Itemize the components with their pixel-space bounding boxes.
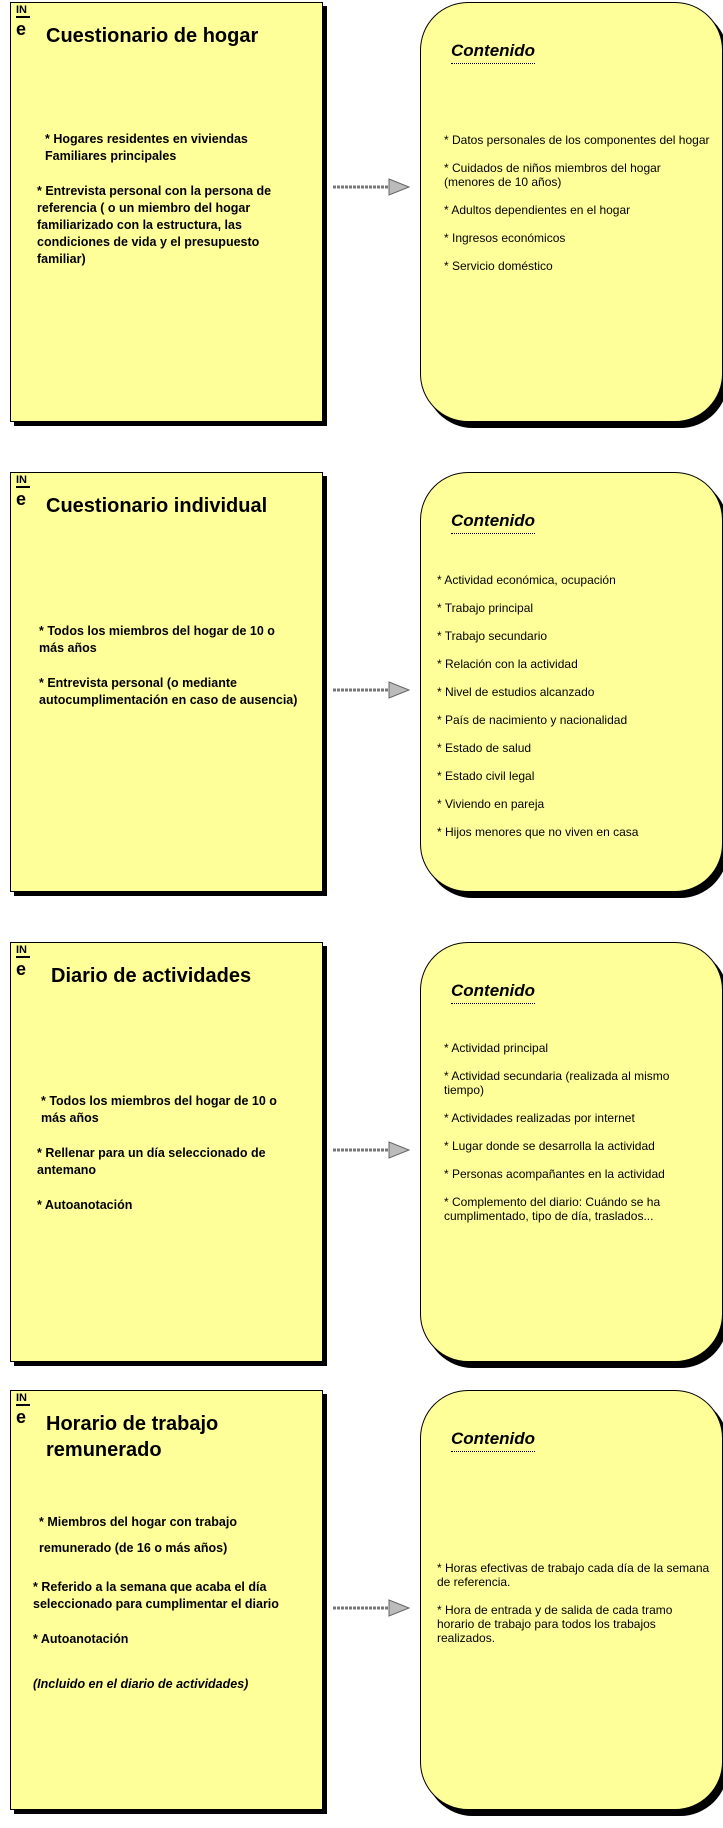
list-item: * Hora de entrada y de salida de cada tr… <box>437 1603 673 1645</box>
list-item: * Actividad principal <box>444 1041 549 1055</box>
logo-bottom-text: e <box>16 956 30 978</box>
list-item: * Complemento del diario: Cuándo se ha c… <box>444 1195 661 1223</box>
logo-bottom-text: e <box>16 486 30 508</box>
contenido-heading: Contenido <box>451 981 536 1004</box>
card-title: Cuestionario individual <box>46 495 268 517</box>
right-card: Contenido * Datos personales de los comp… <box>420 2 723 422</box>
gray-right-arrow-icon <box>333 1599 411 1617</box>
left-list: * Hogares residentes en viviendas Famili… <box>37 131 302 286</box>
list-item: * Estado civil legal <box>437 769 535 783</box>
list-item: * Hijos menores que no viven en casa <box>437 825 639 839</box>
ine-logo: IN e <box>16 475 30 508</box>
left-list-item: * Rellenar para un día seleccionado de a… <box>37 1146 266 1177</box>
section-diario-actividades: IN e Diario de actividades * Todos los m… <box>0 940 723 1380</box>
left-list-item: * Todos los miembros del hogar de 10 o m… <box>39 624 275 655</box>
list-item: * Estado de salud <box>437 741 532 755</box>
right-card: Contenido * Actividad económica, ocupaci… <box>420 472 723 892</box>
list-item: * Viviendo en pareja <box>437 797 545 811</box>
right-list: * Actividad principal * Actividad secund… <box>444 1041 710 1237</box>
contenido-heading: Contenido <box>451 41 536 64</box>
right-card: Contenido * Horas efectivas de trabajo c… <box>420 1390 723 1810</box>
list-item: * Personas acompañantes en la actividad <box>444 1167 665 1181</box>
list-item: * Actividad económica, ocupación <box>437 573 616 587</box>
left-card: IN e Diario de actividades * Todos los m… <box>10 942 323 1362</box>
logo-top-text: IN <box>16 4 27 16</box>
logo-top-text: IN <box>16 1392 27 1404</box>
list-item: * Lugar donde se desarrolla la actividad <box>444 1139 655 1153</box>
left-list: * Todos los miembros del hogar de 10 o m… <box>37 1093 302 1232</box>
right-card: Contenido * Actividad principal * Activi… <box>420 942 723 1362</box>
list-item: * Horas efectivas de trabajo cada día de… <box>437 1561 710 1589</box>
left-list: * Miembros del hogar con trabajo remuner… <box>33 1509 302 1711</box>
logo-top-text: IN <box>16 944 27 956</box>
right-list: * Horas efectivas de trabajo cada día de… <box>437 1561 710 1659</box>
left-list-item: * Miembros del hogar con trabajo remuner… <box>39 1515 237 1555</box>
list-item: * Trabajo secundario <box>437 629 548 643</box>
left-list-item: (Incluido en el diario de actividades) <box>33 1677 249 1691</box>
contenido-heading: Contenido <box>451 511 536 534</box>
logo-top-text: IN <box>16 474 27 486</box>
left-list-item: * Entrevista personal con la persona de … <box>37 184 272 266</box>
ine-logo: IN e <box>16 5 30 38</box>
left-list-item: * Hogares residentes en viviendas Famili… <box>45 132 248 163</box>
card-title: Diario de actividades <box>51 965 252 987</box>
section-cuestionario-individual: IN e Cuestionario individual * Todos los… <box>0 470 723 910</box>
gray-right-arrow-icon <box>333 681 411 699</box>
left-card: IN e Cuestionario de hogar * Hogares res… <box>10 2 323 422</box>
card-title: Cuestionario de hogar <box>46 25 259 47</box>
section-cuestionario-hogar: IN e Cuestionario de hogar * Hogares res… <box>0 0 723 440</box>
list-item: * Actividad secundaria (realizada al mis… <box>444 1069 670 1097</box>
ine-logo: IN e <box>16 1393 30 1426</box>
right-list: * Datos personales de los componentes de… <box>444 133 710 287</box>
left-card: IN e Cuestionario individual * Todos los… <box>10 472 323 892</box>
list-item: * Datos personales de los componentes de… <box>444 133 710 147</box>
list-item: * País de nacimiento y nacionalidad <box>437 713 628 727</box>
list-item: * Servicio doméstico <box>444 259 553 273</box>
list-item: * Adultos dependientes en el hogar <box>444 203 631 217</box>
left-list-item: * Entrevista personal (o mediante autocu… <box>39 676 298 707</box>
list-item: * Nivel de estudios alcanzado <box>437 685 595 699</box>
left-list: * Todos los miembros del hogar de 10 o m… <box>39 623 302 727</box>
list-item: * Ingresos económicos <box>444 231 566 245</box>
left-card: IN e Horario de trabajo remunerado * Mie… <box>10 1390 323 1810</box>
gray-right-arrow-icon <box>333 1141 411 1159</box>
card-title: Horario de trabajo remunerado <box>46 1413 219 1461</box>
list-item: * Cuidados de niños miembros del hogar (… <box>444 161 661 189</box>
list-item: * Actividades realizadas por internet <box>444 1111 635 1125</box>
logo-bottom-text: e <box>16 1404 30 1426</box>
list-item: * Trabajo principal <box>437 601 534 615</box>
left-list-item: * Autoanotación <box>33 1632 129 1646</box>
left-list-item: * Todos los miembros del hogar de 10 o m… <box>41 1094 277 1125</box>
right-list: * Actividad económica, ocupación * Traba… <box>437 573 710 853</box>
ine-logo: IN e <box>16 945 30 978</box>
left-list-item: * Autoanotación <box>37 1198 133 1212</box>
gray-right-arrow-icon <box>333 178 411 196</box>
contenido-heading: Contenido <box>451 1429 536 1452</box>
section-horario-trabajo: IN e Horario de trabajo remunerado * Mie… <box>0 1388 723 1828</box>
logo-bottom-text: e <box>16 16 30 38</box>
list-item: * Relación con la actividad <box>437 657 578 671</box>
left-list-item: * Referido a la semana que acaba el día … <box>33 1580 279 1611</box>
